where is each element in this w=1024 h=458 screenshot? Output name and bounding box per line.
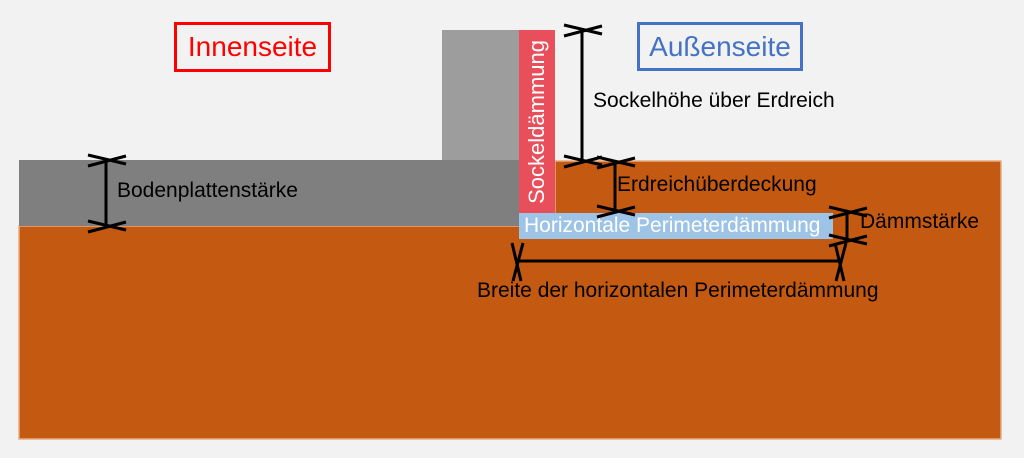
dim-bodenplattenstaerke [87,153,127,234]
dim-sockelhoehe [563,23,603,169]
breite-perimeterdaemmung-label: Breite der horizontalen Perimeterdämmung [477,279,879,302]
sockel-insulation-strip: Sockeldämmung [519,30,555,213]
wall [442,30,519,160]
sockelhoehe-label: Sockelhöhe über Erdreich [593,89,835,112]
dim-erdreichueberdeckung [596,155,636,219]
dim-breite-perimeterdaemmung [510,242,848,282]
innenseite-box: Innenseite [174,22,331,72]
bodenplattenstaerke-label: Bodenplattenstärke [117,179,298,202]
floor-slab [19,160,519,226]
aussenseite-label: Außenseite [649,30,791,62]
innenseite-label: Innenseite [187,31,318,62]
daemmstaerke-label: Dämmstärke [860,210,980,233]
aussenseite-box: Außenseite [637,22,803,71]
perimeter-insulation-strip: Horizontale Perimeterdämmung [519,213,833,239]
perimeter-insulation-label: Horizontale Perimeterdämmung [524,214,821,237]
erdreichueberdeckung-label: Erdreichüberdeckung [617,173,817,196]
